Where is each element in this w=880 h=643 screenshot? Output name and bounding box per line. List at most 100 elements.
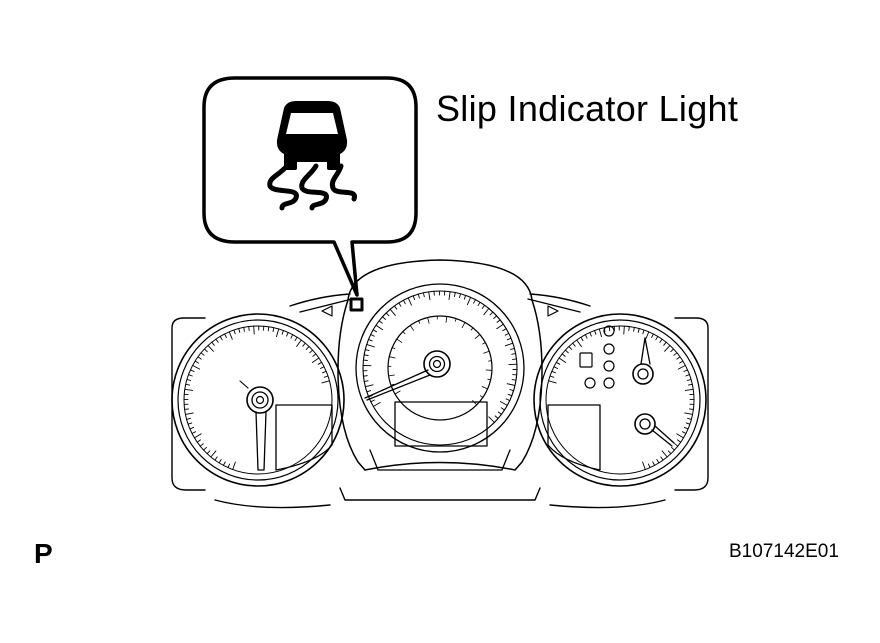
tick-mark — [286, 331, 289, 337]
tick-mark — [363, 354, 369, 356]
tick-mark — [185, 383, 191, 386]
tick-mark — [511, 379, 517, 381]
tick-mark — [427, 317, 430, 324]
cluster-housing — [171, 293, 709, 509]
tick-mark — [487, 378, 492, 381]
tick-mark — [363, 380, 369, 382]
tick-mark — [322, 370, 327, 374]
tick-mark — [499, 401, 508, 406]
tick-mark — [281, 330, 284, 335]
tick-mark — [496, 319, 501, 323]
tick-mark — [214, 456, 218, 461]
tick-mark — [647, 463, 651, 469]
tick-mark — [667, 450, 672, 455]
tick-mark — [323, 375, 329, 378]
tick-mark — [385, 312, 390, 317]
tick-mark — [207, 344, 214, 352]
tick-mark — [418, 320, 421, 324]
upper-right-hub — [632, 363, 654, 385]
tick-mark — [391, 347, 396, 350]
tick-mark — [320, 366, 325, 369]
tick-mark — [684, 388, 694, 391]
tick-mark — [192, 364, 201, 370]
tick-mark — [511, 353, 517, 355]
tick-mark — [548, 380, 557, 384]
tick-mark — [496, 323, 504, 330]
tick-mark — [470, 327, 474, 331]
tick-mark — [642, 329, 645, 335]
tick-mark — [409, 324, 415, 331]
tick-mark — [676, 433, 684, 439]
tick-mark — [394, 390, 401, 395]
tick-mark — [184, 408, 190, 410]
tick-mark — [509, 389, 515, 392]
tick-mark — [687, 417, 692, 420]
right-turn-arrow — [547, 305, 559, 317]
tick-mark — [184, 412, 194, 415]
tick-mark — [186, 378, 192, 381]
tick-mark — [302, 342, 306, 347]
tick-mark — [206, 450, 211, 455]
tick-mark — [688, 408, 694, 410]
upper-right-needle — [640, 337, 651, 365]
tick-mark — [637, 328, 640, 333]
tick-mark — [398, 302, 402, 307]
right-gauge-ticks — [548, 325, 695, 470]
tick-mark — [506, 337, 512, 341]
tick-mark — [483, 308, 490, 316]
tick-mark — [494, 415, 499, 419]
tick-mark — [243, 326, 245, 332]
tick-mark — [188, 374, 193, 377]
tick-mark — [224, 333, 227, 338]
tick-mark — [199, 443, 204, 447]
tick-mark — [232, 461, 236, 470]
tick-mark — [507, 393, 513, 397]
tick-mark — [686, 378, 692, 381]
tick-mark — [378, 320, 383, 324]
tick-mark — [248, 326, 250, 332]
center-gauge-lcd — [394, 401, 488, 447]
tick-mark — [238, 328, 241, 333]
tick-mark — [564, 349, 569, 354]
tick-mark — [685, 422, 691, 425]
tick-mark — [497, 411, 502, 415]
tick-mark — [189, 426, 195, 430]
tick-mark — [197, 356, 202, 360]
tick-mark — [679, 360, 684, 364]
tick-mark — [677, 439, 682, 443]
slip-indicator-location — [349, 297, 364, 312]
tick-mark — [388, 374, 395, 377]
tick-mark — [364, 349, 370, 352]
tick-mark — [366, 343, 375, 348]
tick-mark — [555, 361, 561, 365]
tick-mark — [186, 417, 191, 420]
tick-mark — [474, 334, 481, 339]
left-gauge-ticks — [183, 325, 330, 470]
center-gauge-needle — [364, 369, 431, 401]
tick-mark — [412, 295, 416, 301]
tick-mark — [489, 311, 494, 316]
tick-mark — [194, 433, 202, 439]
tick-mark — [463, 294, 467, 300]
tick-mark — [203, 348, 208, 353]
tick-mark — [502, 328, 507, 332]
tick-mark — [388, 356, 396, 359]
corner-letter: P — [34, 538, 53, 569]
right-gauge-lcd — [547, 404, 601, 471]
tick-mark — [652, 461, 656, 466]
tick-mark — [663, 341, 667, 346]
tick-mark — [656, 459, 660, 464]
tick-mark — [481, 304, 486, 309]
tick-mark — [685, 374, 690, 377]
tick-mark — [684, 412, 694, 415]
tick-mark — [683, 426, 689, 430]
tick-mark — [218, 459, 222, 464]
tick-mark — [488, 416, 495, 423]
tick-mark — [189, 369, 195, 372]
tick-mark — [454, 318, 457, 322]
callout-bubble — [202, 76, 418, 297]
tick-mark — [673, 352, 678, 356]
center-gauge — [337, 259, 543, 471]
tick-mark — [370, 399, 375, 403]
tick-mark — [551, 370, 556, 374]
